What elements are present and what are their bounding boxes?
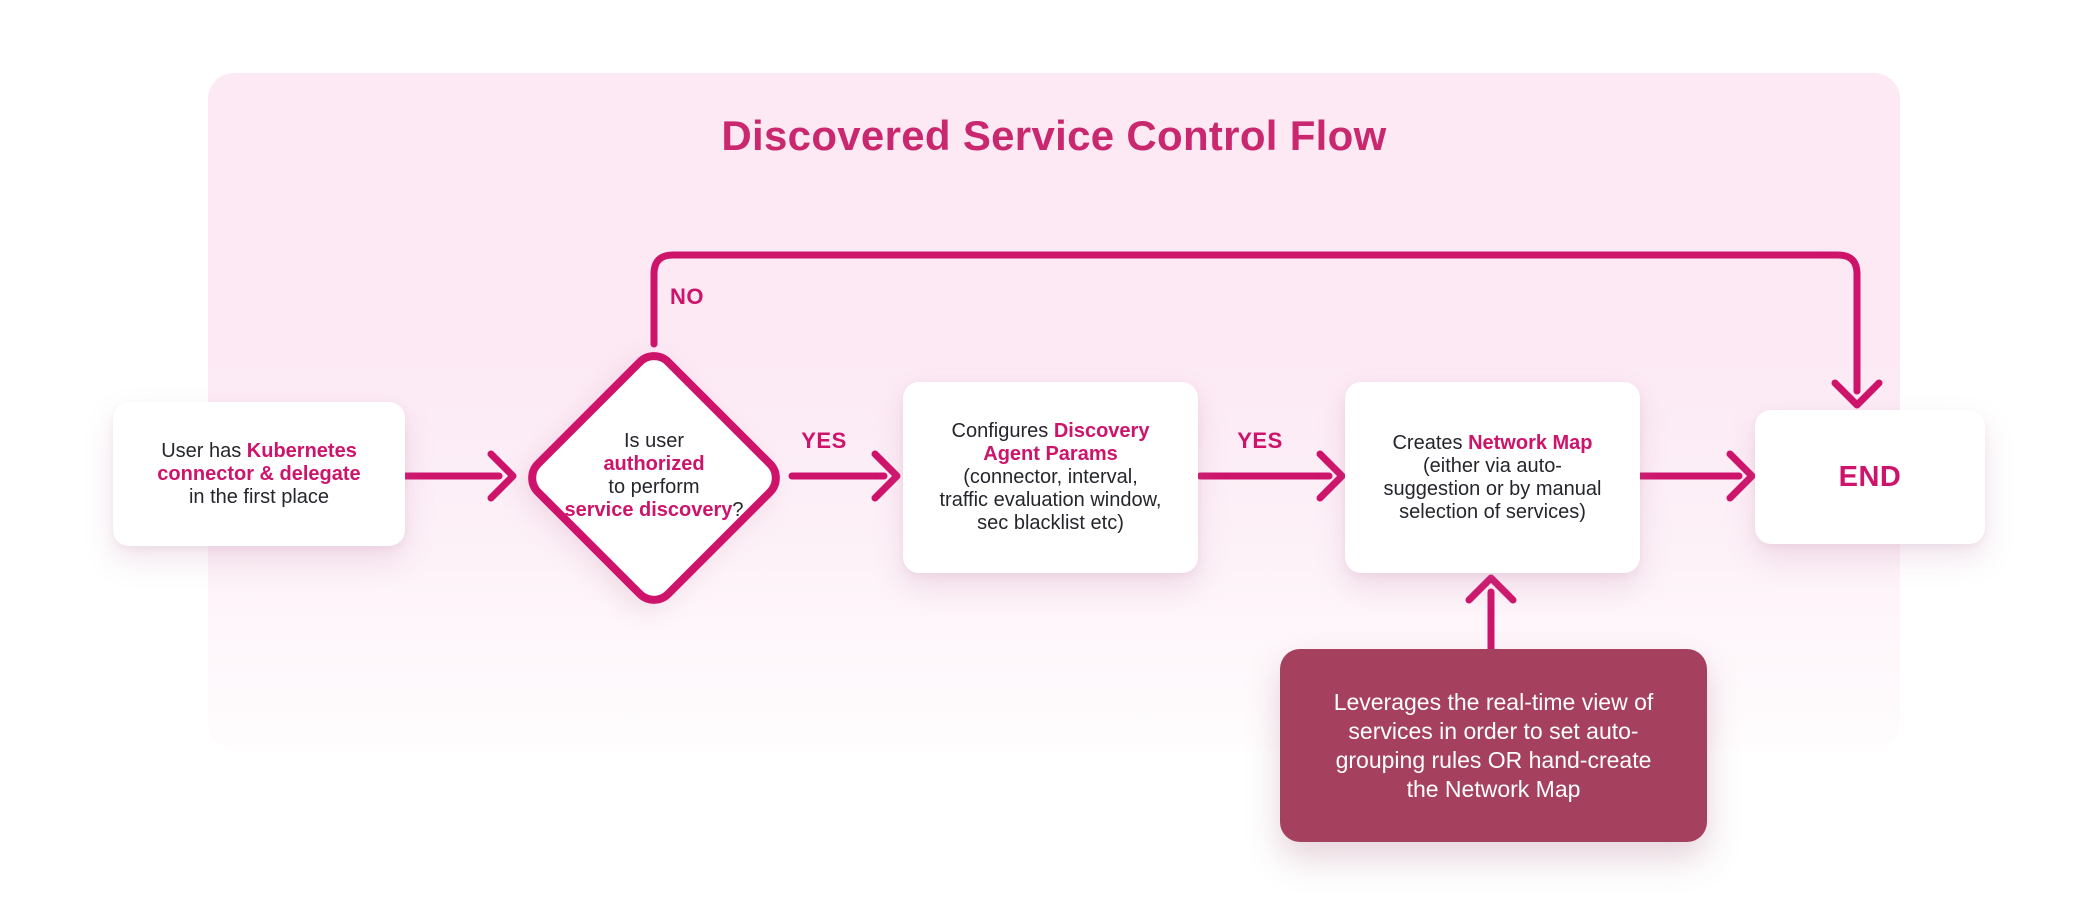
edge-label-yes-1: YES <box>801 428 847 453</box>
create-line-4: selection of services) <box>1399 500 1586 523</box>
note-line-4: the Network Map <box>1406 775 1581 802</box>
configure-accent-text: Discovery <box>1053 420 1150 442</box>
node-start-line-1: User has Kubernetes <box>161 440 357 463</box>
edge-no-bypass <box>650 251 1861 395</box>
configure-line-4: traffic evaluation window, <box>939 489 1162 511</box>
configure-text: Configures <box>951 420 1054 442</box>
decision-line-1: Is user <box>623 430 685 452</box>
decision-line-3: to perform <box>608 476 700 498</box>
decision-line-4: service discovery? <box>534 499 774 522</box>
create-text: Creates <box>1392 431 1469 454</box>
node-configure-discovery-params: Configures Discovery Agent Params (conne… <box>903 382 1198 573</box>
start-accent-text: Kubernetes <box>246 439 357 462</box>
arrowhead-configure-to-create <box>1316 450 1346 502</box>
create-accent-text: Network Map <box>1468 431 1593 454</box>
arrowhead-note-to-create <box>1465 574 1517 604</box>
decision-question-mark: ? <box>732 499 744 521</box>
diagram-title: Discovered Service Control Flow <box>721 112 1387 159</box>
create-line-1: Creates Network Map <box>1392 432 1592 455</box>
note-line-3: grouping rules OR hand-create <box>1335 746 1652 773</box>
configure-line-3: (connector, interval, <box>963 466 1138 488</box>
decision-line-2: authorized <box>603 453 705 475</box>
node-end: END <box>1755 410 1985 544</box>
create-line-2: (either via auto- <box>1423 454 1562 477</box>
decision-accent-text: service discovery <box>564 499 733 521</box>
arrowhead-create-to-end <box>1726 450 1756 502</box>
decision-diamond-text: Is user authorized to perform service di… <box>534 430 774 522</box>
note-leverages-realtime-view: Leverages the real-time view of services… <box>1280 649 1707 842</box>
arrowhead-decision-to-configure <box>871 450 901 502</box>
configure-line-5: sec blacklist etc) <box>977 512 1124 534</box>
note-line-1: Leverages the real-time view of <box>1333 688 1654 715</box>
node-start-line-2: connector & delegate <box>157 462 361 485</box>
start-text: User has <box>161 439 247 462</box>
configure-line-2: Agent Params <box>983 443 1118 465</box>
edge-label-no: NO <box>670 284 704 309</box>
end-label: END <box>1838 460 1902 493</box>
configure-line-1: Configures Discovery <box>952 420 1150 443</box>
node-start-line-3: in the first place <box>188 485 330 508</box>
note-line-2: services in order to set auto- <box>1348 717 1639 744</box>
node-create-network-map: Creates Network Map (either via auto- su… <box>1345 382 1640 573</box>
arrowhead-no-bypass <box>1831 379 1883 409</box>
node-start-prerequisite: User has Kubernetes connector & delegate… <box>113 402 405 546</box>
create-line-3: suggestion or by manual <box>1383 477 1602 500</box>
edge-label-yes-2: YES <box>1237 428 1283 453</box>
arrowhead-start-to-decision <box>487 450 517 502</box>
